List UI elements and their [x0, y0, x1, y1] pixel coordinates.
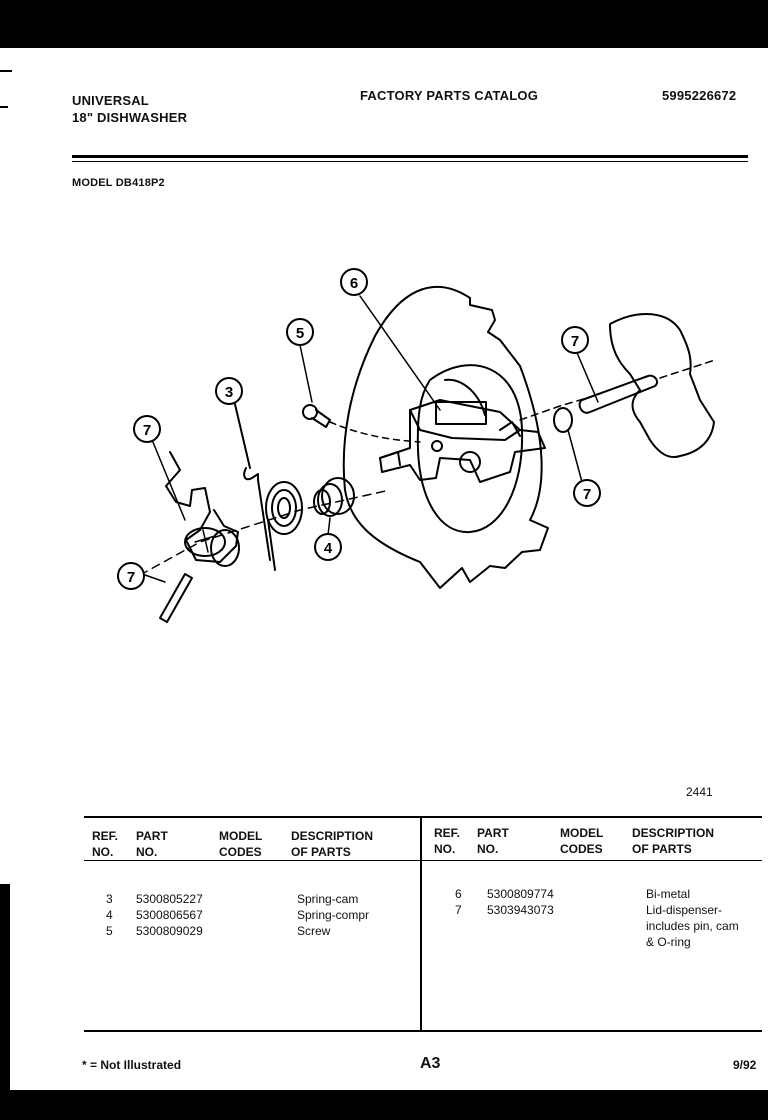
callout-3 [215, 377, 243, 405]
figure-number: 2441 [686, 785, 713, 799]
table-row: Spring-compr [297, 908, 370, 922]
pin-left [159, 573, 193, 623]
table-row: 3 [106, 892, 113, 906]
model-label: MODEL DB418P2 [72, 177, 165, 189]
dispenser-housing [342, 285, 549, 589]
bimetal-hub [459, 451, 481, 473]
callout-7-bottom [117, 562, 145, 590]
callout-7-right-top [561, 326, 589, 354]
axis-line-screw [329, 421, 421, 443]
table-row: 5303943073 [487, 903, 554, 917]
bimetal-block [435, 401, 487, 425]
callout-7-label: 7 [127, 569, 135, 586]
callout-3-label: 3 [225, 384, 233, 401]
table-row: Screw [297, 924, 331, 938]
header-ref-no: REF.NO. [434, 826, 461, 856]
table-center-divider [420, 816, 422, 1030]
callout-7-left [133, 415, 161, 443]
axis-line-main [139, 489, 391, 576]
spring-cam-coil [265, 481, 303, 535]
header-rule-thin [72, 161, 748, 162]
table-header-rule [84, 860, 762, 861]
catalog-number: 5995226672 [662, 88, 737, 103]
scan-edge-bar [0, 884, 10, 1120]
bimetal-rivet [431, 440, 443, 452]
o-ring [553, 407, 573, 433]
table-row: 5300806567 [136, 908, 203, 922]
leader-4 [327, 517, 331, 536]
spring-cam-wire [233, 399, 271, 561]
spring-compr [321, 477, 355, 515]
table-row: 5300809774 [487, 887, 554, 901]
callout-7-label: 7 [583, 486, 591, 503]
revision-date: 9/92 [733, 1058, 757, 1072]
callout-4-label: 4 [324, 540, 333, 557]
callout-6 [340, 268, 368, 296]
pin-right [578, 374, 658, 414]
table-top-rule [84, 816, 762, 818]
callout-7-label: 7 [571, 333, 579, 350]
cam-wheel [210, 529, 240, 567]
cam-profile [165, 451, 239, 563]
leader-7c [574, 347, 599, 403]
table-row-description: Lid-dispenser- includes pin, cam & O-rin… [646, 903, 739, 949]
table-bottom-rule [84, 1030, 762, 1032]
table-row: 6 [455, 887, 462, 901]
scan-edge-mark [0, 106, 8, 108]
callout-5-label: 5 [296, 325, 304, 342]
leader-7d [567, 429, 583, 483]
table-row: 5300809029 [136, 924, 203, 938]
scan-edge-mark [0, 70, 12, 72]
product-name: 18" DISHWASHER [72, 110, 188, 125]
page-number: A3 [420, 1055, 441, 1072]
catalog-title: FACTORY PARTS CATALOG [360, 88, 539, 103]
callout-5 [286, 318, 314, 346]
leader-7a [147, 429, 186, 521]
cup-inner-line [444, 378, 486, 416]
callout-7-label: 7 [143, 422, 151, 439]
header-ref-no: REF.NO. [92, 829, 119, 859]
cam-hub [184, 527, 226, 557]
exploded-parts-diagram: 6 5 7 3 7 7 4 7 [117, 268, 716, 623]
table-row: Bi-metal [646, 887, 691, 901]
dispenser-cup-rim [416, 364, 524, 534]
screw-washer [302, 404, 318, 420]
bimetal-body [379, 409, 546, 483]
leader-6 [359, 295, 441, 411]
axis-line-pin [519, 393, 601, 421]
callout-6-label: 6 [350, 275, 358, 292]
lid-outline [609, 313, 715, 458]
callout-4 [314, 533, 342, 561]
scan-top-border [0, 0, 768, 48]
table-row: 7 [455, 903, 462, 917]
scan-bottom-border [0, 1090, 768, 1120]
callout-7-right-bottom [573, 479, 601, 507]
table-row: 5300805227 [136, 892, 203, 906]
table-row: Spring-cam [297, 892, 359, 906]
bimetal-top [409, 399, 521, 441]
leader-5 [299, 344, 313, 403]
leader-7b [144, 574, 166, 583]
table-row: 4 [106, 908, 113, 922]
screw-shank [311, 409, 331, 428]
footnote: * = Not Illustrated [82, 1058, 182, 1072]
table-row: 5 [106, 924, 113, 938]
brand-name: UNIVERSAL [72, 93, 149, 108]
axis-line-right [659, 359, 716, 379]
header-rule-thick [72, 155, 748, 158]
